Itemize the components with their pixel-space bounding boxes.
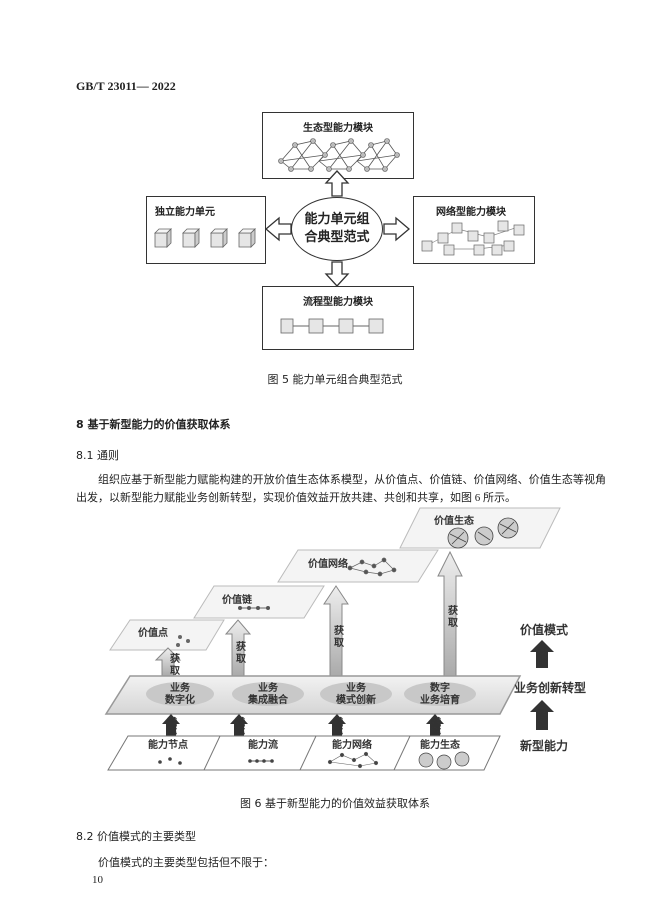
acquire-3-a: 获 [333,624,344,637]
network-module-label: 网络型能力模块 [436,207,506,218]
business-4-l2: 业务培育 [420,693,460,706]
section-8-2-paragraph: 价值模式的主要类型包括但不限于： [98,857,274,869]
acquire-1-a: 获 [169,652,180,665]
figure5-arrows [264,170,411,287]
network-module-box: 网络型能力模块 [413,196,535,264]
process-chain-icon [280,318,384,334]
arrow-left-icon [264,216,292,242]
value-chain-dots [238,606,270,610]
enable-3-b: 能 [333,724,343,737]
section-8-1-paragraph: 组织应基于新型能力赋能构建的开放价值生态体系模型，从价值点、价值链、价值网络、价… [76,474,606,504]
level-label-3: 价值生态 [434,514,474,527]
independent-unit-box: 独立能力单元 [146,196,266,264]
enable-2-a: 赋 [235,716,245,729]
enable-3-a: 赋 [333,716,343,729]
up-arrow-icon-4 [437,550,463,677]
enable-4-a: 赋 [431,716,441,729]
capability-ecosystem-balls [418,751,470,770]
business-1-l1: 业务 [170,681,191,694]
capability-flow-dots [248,759,274,763]
up-arrow-icon-2 [224,619,252,677]
enable-1-b: 能 [167,724,177,737]
business-4-l1: 数字 [430,681,450,694]
right-up-arrow-icon [530,640,554,668]
arrow-right-icon [383,216,411,242]
acquire-1-b: 取 [170,665,181,677]
value-network-plane [277,549,439,583]
level-label-0: 价值点 [138,626,168,639]
right-up-arrow-icon-2 [530,700,554,730]
right-transform: 业务创新转型 [514,680,586,695]
business-oval-1 [146,682,214,706]
capability-label-1: 能力流 [248,738,278,751]
page-number: 10 [92,874,103,886]
value-chain-plane [193,585,325,619]
enable-arrows [162,714,444,736]
business-2-l1: 业务 [258,681,279,694]
capability-label-0: 能力节点 [148,738,188,751]
capability-node-dots [158,757,182,765]
acquire-4-b: 取 [448,617,459,629]
independent-unit-label: 独立能力单元 [155,207,215,218]
value-point-dots [176,635,190,647]
business-3-l1: 业务 [346,681,367,694]
acquire-2-b: 取 [236,653,247,665]
right-enable-b: 能 [537,718,547,731]
independent-cubes-icon [154,228,256,248]
section-8-title: 8 基于新型能力的价值获取体系 [76,418,231,431]
acquire-4-a: 获 [447,604,458,617]
enable-1-a: 赋 [167,716,177,729]
business-2-l2: 集成融合 [247,693,289,706]
center-line-1: 能力单元组 [304,212,370,227]
ecosystem-network-icon [278,138,400,172]
section-8-2-title: 8.2 价值模式的主要类型 [76,830,196,843]
value-network-graph [347,557,397,577]
right-acquire-b: 取 [537,657,548,669]
network-cubes-icon [421,220,525,256]
acquire-2-a: 获 [235,640,246,653]
section-8-1-title: 8.1 通则 [76,449,119,462]
acquire-3-b: 取 [334,637,345,649]
arrow-down-icon [324,261,350,287]
process-module-label: 流程型能力模块 [303,297,373,308]
enable-4-b: 能 [431,724,441,737]
right-value-mode: 价值模式 [520,622,568,637]
value-ecosystem-balls [447,517,519,549]
capability-label-3: 能力生态 [420,738,460,751]
level-label-1: 价值链 [222,593,253,606]
arrow-up-icon [324,170,350,197]
right-enable-a: 赋 [537,708,547,721]
figure6-caption: 图 6 基于新型能力的价值效益获取体系 [240,797,430,810]
business-oval-4 [404,682,476,706]
ecosystem-module-label: 生态型能力模块 [303,123,373,134]
business-oval-3 [320,682,392,706]
center-paradigm-oval: 能力单元组 合典型范式 [291,197,383,261]
figure5-caption: 图 5 能力单元组合典型范式 [267,373,403,386]
business-3-l2: 模式创新 [336,693,376,706]
up-arrow-icon-3 [323,585,349,677]
capability-network-graph [327,751,379,769]
up-arrow-icon-1 [154,647,182,677]
capability-label-2: 能力网络 [332,738,372,751]
process-module-box: 流程型能力模块 [262,286,414,350]
business-1-l2: 数字化 [165,693,195,706]
level-label-2: 价值网络 [308,557,348,570]
capability-strip [107,735,501,771]
business-oval-2 [232,682,304,706]
value-point-plane [109,619,225,651]
standard-header: GB/T 23011— 2022 [76,79,176,93]
enable-2-b: 能 [235,724,245,737]
right-new-capability: 新型能力 [520,738,568,753]
ecosystem-module-box: 生态型能力模块 [262,112,414,179]
center-line-2: 合典型范式 [304,230,370,245]
right-acquire-a: 获 [536,646,547,659]
